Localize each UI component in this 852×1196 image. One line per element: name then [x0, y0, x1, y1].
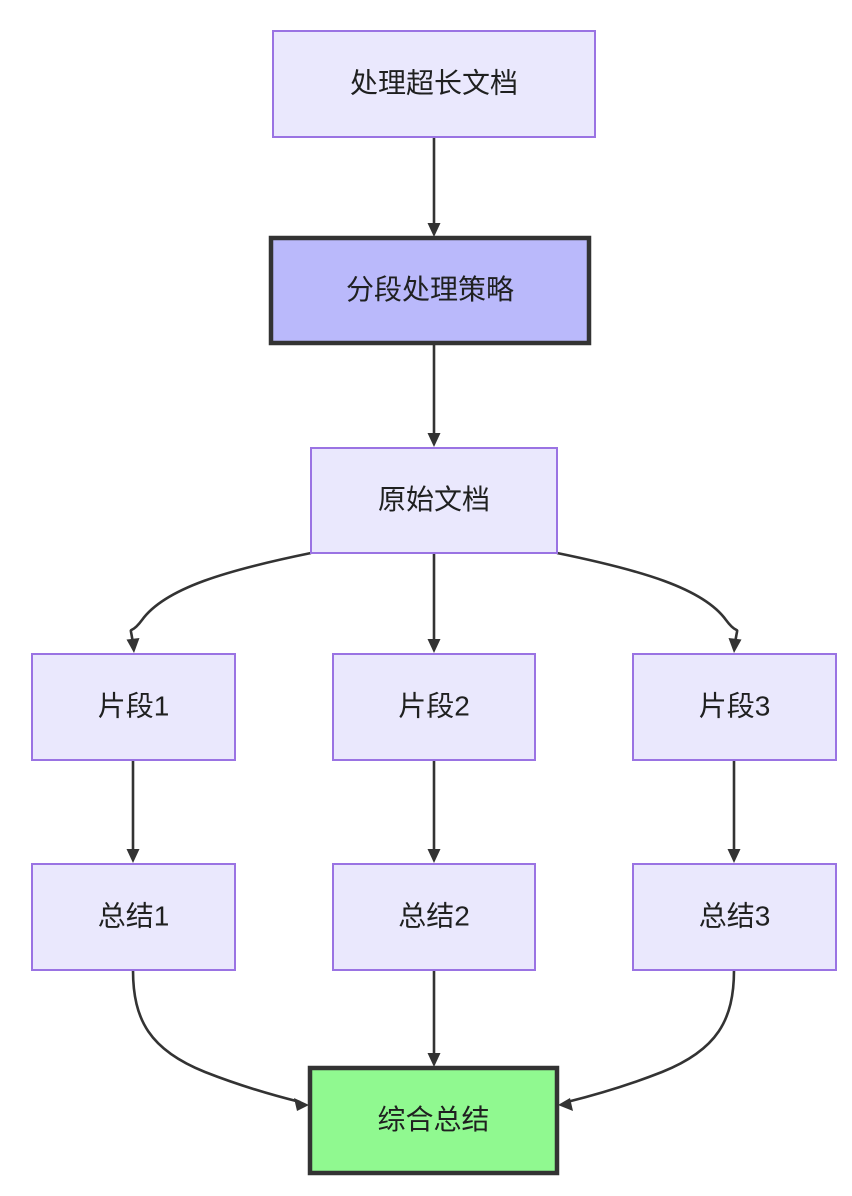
edge-summary-3-to-final-summary — [558, 969, 736, 1111]
arrowhead-icon — [126, 849, 140, 863]
node-long-document[interactable]: 处理超长文档 — [272, 30, 596, 138]
node-box — [310, 447, 558, 554]
node-chunk-3[interactable]: 片段3 — [632, 653, 837, 761]
edge-chunk-1-to-summary-1 — [126, 760, 140, 863]
arrowhead-icon — [427, 433, 441, 447]
node-label: 综合总结 — [377, 1104, 489, 1135]
node-box — [332, 653, 536, 761]
arrowhead-icon — [427, 223, 441, 237]
node-final-summary[interactable]: 综合总结 — [307, 1065, 560, 1176]
arrowhead-icon — [728, 638, 742, 653]
edge-line — [131, 969, 301, 1104]
arrowhead-icon — [427, 1053, 441, 1067]
node-label: 片段2 — [398, 690, 470, 721]
edge-summary-1-to-final-summary — [131, 969, 309, 1111]
edge-line — [556, 551, 739, 645]
node-box — [632, 653, 837, 761]
node-box — [31, 863, 236, 971]
node-chunk-1[interactable]: 片段1 — [31, 653, 236, 761]
edge-source-document-to-chunk-1 — [126, 551, 312, 653]
edge-chunk-3-to-summary-3 — [727, 760, 741, 863]
node-box — [307, 1065, 560, 1176]
node-label: 片段3 — [699, 690, 771, 721]
arrowhead-icon — [427, 849, 441, 863]
node-label: 片段1 — [98, 690, 170, 721]
node-box — [332, 863, 536, 971]
edge-long-document-to-chunking-strategy — [427, 137, 441, 237]
arrowhead-icon — [294, 1098, 309, 1111]
arrowhead-icon — [126, 638, 140, 653]
edge-source-document-to-chunk-2 — [427, 553, 441, 653]
node-label: 原始文档 — [378, 484, 490, 515]
edge-summary-2-to-final-summary — [427, 970, 441, 1067]
node-label: 总结1 — [98, 900, 170, 931]
node-label: 分段处理策略 — [346, 274, 514, 305]
node-label: 处理超长文档 — [350, 67, 518, 98]
node-summary-3[interactable]: 总结3 — [632, 863, 837, 971]
arrowhead-icon — [558, 1098, 573, 1111]
node-source-document[interactable]: 原始文档 — [310, 447, 558, 554]
node-chunk-2[interactable]: 片段2 — [332, 653, 536, 761]
node-chunking-strategy[interactable]: 分段处理策略 — [268, 235, 592, 346]
node-summary-1[interactable]: 总结1 — [31, 863, 236, 971]
edge-line — [566, 969, 736, 1104]
arrowhead-icon — [727, 849, 741, 863]
node-box — [31, 653, 236, 761]
edge-line — [129, 551, 312, 645]
edge-chunk-2-to-summary-2 — [427, 760, 441, 863]
node-box — [268, 235, 592, 346]
node-label: 总结2 — [398, 900, 470, 931]
edges-layer — [126, 137, 742, 1111]
edge-chunking-strategy-to-source-document — [427, 343, 441, 447]
node-summary-2[interactable]: 总结2 — [332, 863, 536, 971]
arrowhead-icon — [427, 639, 441, 653]
node-box — [632, 863, 837, 971]
edge-source-document-to-chunk-3 — [556, 551, 742, 653]
node-label: 总结3 — [699, 900, 771, 931]
node-box — [272, 30, 596, 138]
